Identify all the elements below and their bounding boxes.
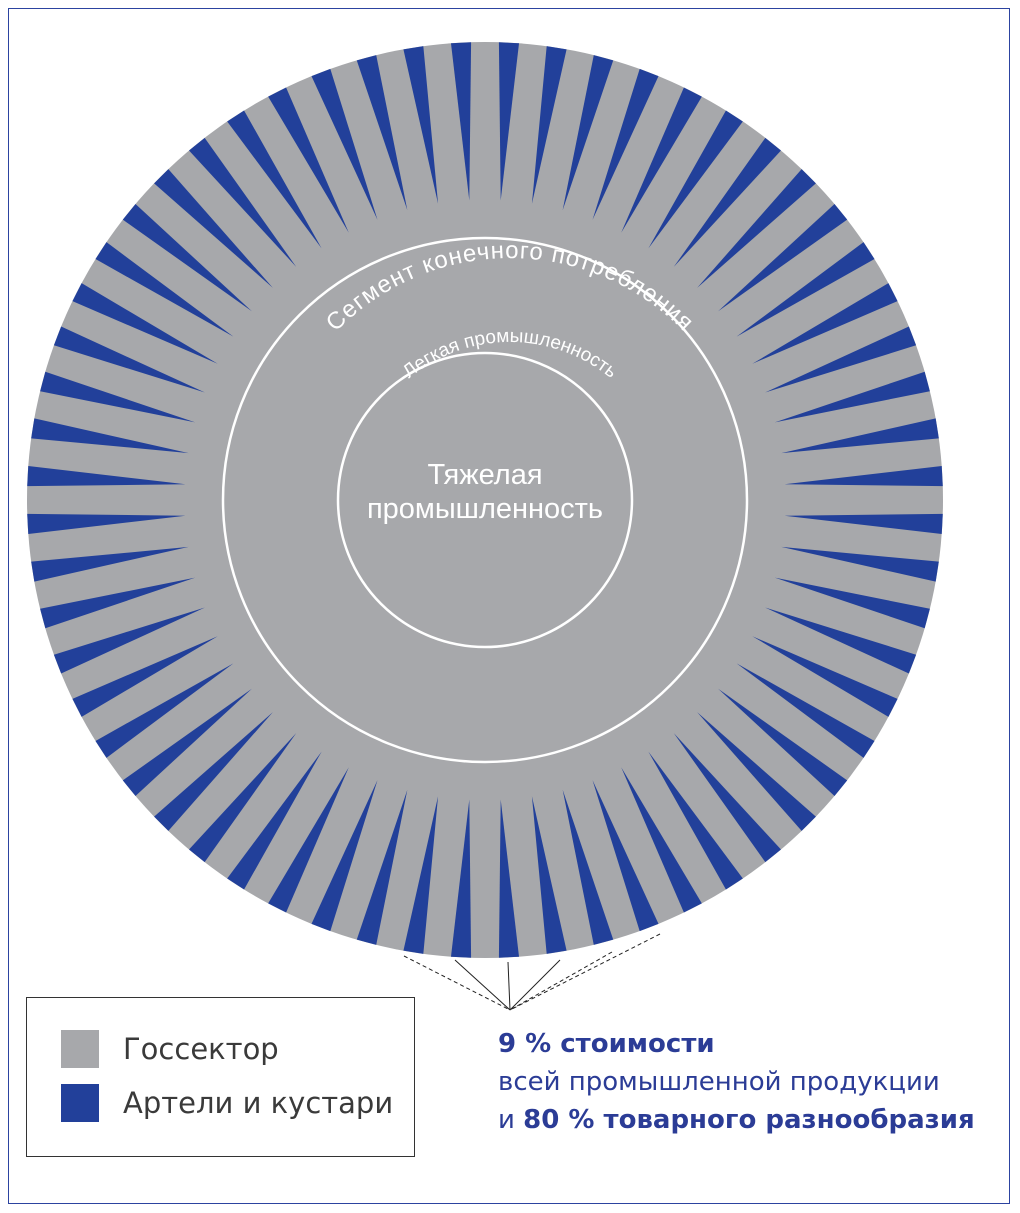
artel-spike xyxy=(227,751,322,890)
artel-spike xyxy=(562,789,614,945)
artel-spike xyxy=(122,204,252,312)
artel-spike xyxy=(27,513,186,535)
artel-spike xyxy=(53,607,205,674)
callout-lines xyxy=(403,933,661,1011)
artel-spike xyxy=(154,712,273,831)
artel-spike xyxy=(72,283,218,364)
artel-spike xyxy=(40,371,196,423)
artel-spike xyxy=(774,371,930,423)
artel-spike xyxy=(189,733,297,863)
legend-swatch-gray xyxy=(61,1030,99,1068)
figure-frame xyxy=(8,8,1010,1204)
artel-spike xyxy=(752,636,898,717)
artel-spike xyxy=(697,712,816,831)
artel-spike xyxy=(765,326,917,393)
artel-spike xyxy=(31,546,189,582)
note-line1: 9 % стоимости xyxy=(498,1029,715,1059)
artel-spike xyxy=(592,68,659,220)
callout-note: 9 % стоимости всей промышленной продукци… xyxy=(498,1025,975,1139)
artel-spike xyxy=(736,663,875,758)
artel-spike xyxy=(765,607,917,674)
artel-spike xyxy=(31,418,189,454)
artel-spike xyxy=(72,636,218,717)
artel-spike xyxy=(781,418,939,454)
artel-spike xyxy=(40,577,196,629)
artel-spike xyxy=(592,780,659,932)
legend-label: Госсектор xyxy=(123,1032,279,1066)
artel-spike xyxy=(227,110,322,249)
artel-spike xyxy=(673,733,781,863)
legend-swatch-blue xyxy=(61,1084,99,1122)
artel-spike xyxy=(189,137,297,267)
artel-spike xyxy=(311,68,378,220)
legend-item-gossektor: Госсектор xyxy=(61,1030,279,1068)
artel-spike xyxy=(498,42,520,201)
outer-ring xyxy=(221,236,749,764)
artel-spike xyxy=(718,204,848,312)
artel-spike xyxy=(268,767,349,913)
artel-spikes xyxy=(27,42,943,958)
artel-spike xyxy=(531,796,567,954)
artel-spike xyxy=(95,663,234,758)
artel-spike xyxy=(718,688,848,796)
artel-spike xyxy=(697,169,816,288)
artel-spike xyxy=(736,242,875,337)
callout-line xyxy=(509,933,661,1011)
artel-spike xyxy=(562,55,614,211)
artel-spike xyxy=(450,799,472,958)
artel-spike xyxy=(621,87,702,233)
artel-spike xyxy=(781,546,939,582)
artel-spike xyxy=(53,326,205,393)
artel-spike xyxy=(356,55,408,211)
artel-spike xyxy=(450,42,472,201)
artel-spike xyxy=(403,46,439,204)
inner-label-line1: Тяжелая xyxy=(427,459,542,491)
callout-line xyxy=(507,961,511,1011)
artel-spike xyxy=(27,465,186,487)
legend-label: Артели и кустари xyxy=(123,1086,394,1120)
note-line3-prefix: и xyxy=(498,1105,524,1135)
artel-spike xyxy=(774,577,930,629)
callout-line xyxy=(403,955,511,1011)
artel-spike xyxy=(268,87,349,233)
artel-spike xyxy=(648,110,743,249)
artel-spike xyxy=(621,767,702,913)
artel-spike xyxy=(784,465,943,487)
artel-spike xyxy=(311,780,378,932)
artel-spike xyxy=(673,137,781,267)
artel-spike xyxy=(122,688,252,796)
artel-spike xyxy=(403,796,439,954)
inner-label-line2: промышленность xyxy=(367,493,603,525)
artel-spike xyxy=(648,751,743,890)
callout-line xyxy=(509,951,613,1011)
artel-spike xyxy=(531,46,567,204)
artel-spike xyxy=(784,513,943,535)
artel-spike xyxy=(498,799,520,958)
note-line3-bold: 80 % товарного разнообразия xyxy=(523,1105,975,1135)
artel-spike xyxy=(752,283,898,364)
artel-spike xyxy=(154,169,273,288)
callout-line xyxy=(509,959,561,1011)
artel-spike xyxy=(95,242,234,337)
legend: Госсектор Артели и кустари xyxy=(26,997,415,1157)
note-line2: всей промышленной продукции xyxy=(498,1067,940,1097)
callout-line xyxy=(454,959,511,1011)
legend-item-arteli: Артели и кустари xyxy=(61,1084,393,1122)
inner-ring xyxy=(336,351,634,649)
artel-spike xyxy=(356,789,408,945)
